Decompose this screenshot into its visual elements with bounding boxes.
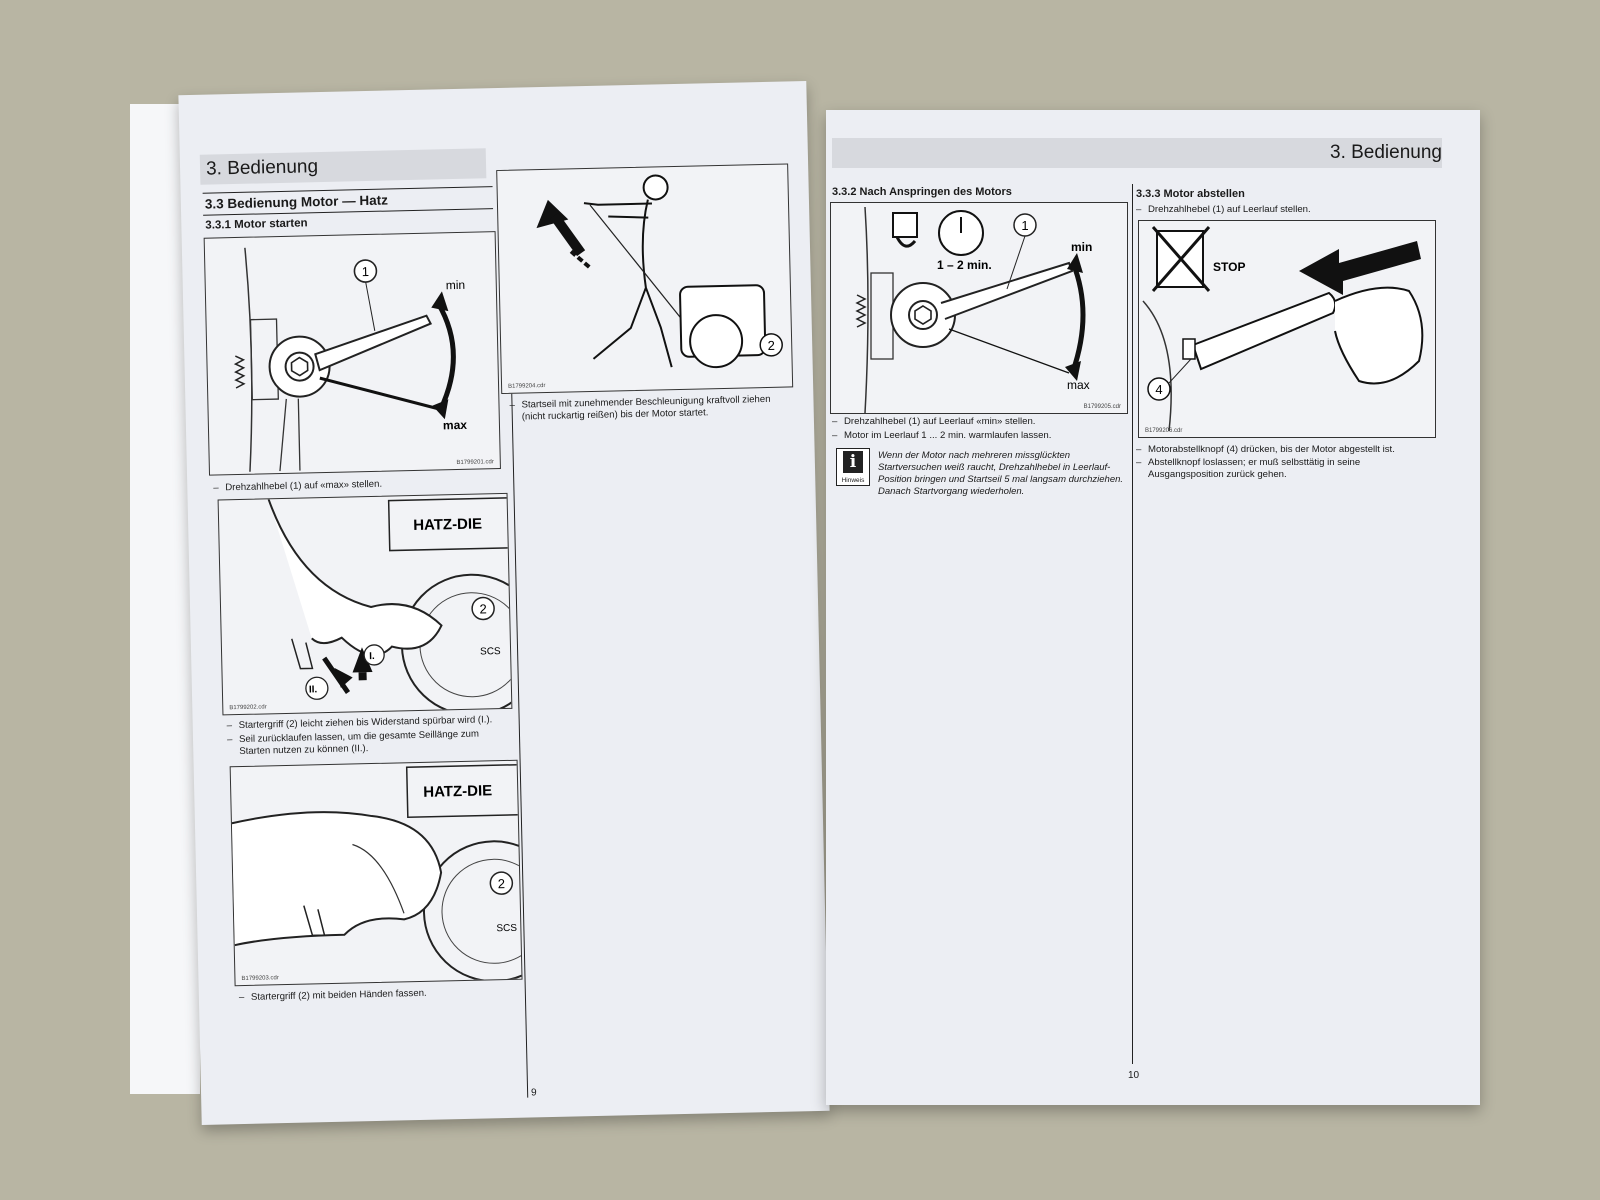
step-text: Drehzahlhebel (1) auf Leerlauf stellen. [1148, 204, 1311, 215]
lever-max-label: max [443, 418, 468, 433]
both-hands-illustration: HATZ-DIE 2 SCS [231, 763, 522, 983]
step-text: Startergriff (2) mit beiden Händen fasse… [250, 987, 427, 1003]
dash-bullet: – [1136, 204, 1142, 215]
mark-I: I. [369, 651, 375, 662]
hint-label: Hinweis [841, 477, 865, 484]
stop-button-illustration: STOP 4 [1142, 226, 1424, 432]
callout-2: 2 [479, 601, 487, 616]
section-title-332: 3.3.2 Nach Anspringen des Motors [832, 186, 1012, 198]
brand-label: HATZ-DIE [413, 515, 482, 534]
dash-bullet: – [1136, 444, 1142, 455]
lever-illustration: 1 min max [233, 247, 468, 472]
step-text: Startseil mit zunehmender Beschleunigung… [521, 393, 771, 423]
step-text: Drehzahlhebel (1) auf Leerlauf «min» ste… [844, 416, 1036, 427]
dash-bullet: – [509, 399, 515, 411]
figure-pull-rope: 2 B1799204.cdr [496, 163, 794, 395]
dash-bullet: – [213, 482, 219, 494]
page-number: 10 [1128, 1070, 1140, 1081]
page-header-title: 3. Bedienung [205, 156, 319, 180]
page-header-title: 3. Bedienung [1330, 142, 1442, 163]
callout-1: 1 [362, 264, 370, 279]
lever-min-label: min [1071, 240, 1092, 254]
figure-id: B1799203.cdr [241, 975, 279, 983]
step-text: Motor im Leerlauf 1 ... 2 min. warmlaufe… [844, 430, 1052, 441]
dash-bullet: – [832, 416, 838, 427]
hint-text: Wenn der Motor nach mehreren missglückte… [878, 450, 1124, 497]
step-lever-max: – Drehzahlhebel (1) auf «max» stellen. [213, 476, 501, 495]
dash-bullet: – [1136, 457, 1142, 468]
pull-rope-illustration: 2 [536, 174, 783, 369]
step-warm-up: – Motor im Leerlauf 1 ... 2 min. warmlau… [832, 430, 1126, 442]
step-press-stop: – Motorabstellknopf (4) drücken, bis der… [1136, 444, 1430, 456]
lever-min-label: min [446, 278, 466, 292]
starter-grip-illustration: HATZ-DIE I. II. 2 SCS [267, 497, 512, 715]
lever-idle-illustration: 1 1 – 2 min. min max [855, 206, 1092, 413]
figure-id: B1799205.cdr [1083, 404, 1121, 410]
callout-2: 2 [498, 876, 506, 891]
figure-starter-grip: HATZ-DIE I. II. 2 SCS B1799202.cdr [217, 492, 513, 716]
step-text: Drehzahlhebel (1) auf «max» stellen. [225, 478, 383, 494]
figure-id: B1799206.cdr [1145, 428, 1183, 434]
dash-bullet: – [226, 734, 233, 746]
left-page: 3. Bedienung 3.3 Bedienung Motor — Hatz … [178, 81, 830, 1125]
step-text: Seil zurücklaufen lassen, um die gesamte… [238, 728, 480, 758]
step-rewind-rope: – Seil zurücklaufen lassen, um die gesam… [227, 728, 511, 758]
scs-label: SCS [480, 646, 501, 657]
scs-label: SCS [496, 923, 517, 934]
step-text: Motorabstellknopf (4) drücken, bis der M… [1148, 444, 1395, 455]
figure-both-hands: HATZ-DIE 2 SCS B1799203.cdr [229, 759, 523, 987]
hint-info-icon: i Hinweis [836, 448, 870, 486]
callout-1: 1 [1021, 218, 1028, 233]
dash-bullet: – [238, 991, 245, 1004]
figure-lever-idle: 1 1 – 2 min. min max B1799205.cdr [830, 202, 1128, 414]
column-divider [1132, 184, 1134, 1064]
right-page: 3. Bedienung 3.3.2 Nach Anspringen des M… [826, 110, 1480, 1105]
lever-max-label: max [1067, 378, 1090, 392]
step-lever-idle-2: – Drehzahlhebel (1) auf Leerlauf stellen… [1136, 204, 1430, 216]
step-pull-rope: – Startseil mit zunehmender Beschleunigu… [509, 393, 793, 423]
step-grip-both-hands: – Startergriff (2) mit beiden Händen fas… [239, 986, 519, 1004]
section-title-333: 3.3.3 Motor abstellen [1136, 188, 1245, 200]
figure-id: B1799202.cdr [229, 704, 267, 712]
section-title: 3.3 Bedienung Motor — Hatz [204, 192, 389, 212]
page-number: 9 [530, 1087, 537, 1099]
step-text: Abstellknopf loslassen; er muß selbsttät… [1148, 457, 1361, 480]
figure-id: B1799201.cdr [456, 459, 494, 467]
brand-label: HATZ-DIE [423, 782, 492, 801]
step-release-stop: – Abstellknopf loslassen; er muß selbstt… [1136, 457, 1430, 481]
dash-bullet: – [226, 720, 233, 732]
dash-bullet: – [832, 430, 838, 441]
mark-II: II. [309, 684, 318, 695]
figure-id: B1799204.cdr [508, 383, 546, 390]
subsection-title: 3.3.1 Motor starten [205, 217, 308, 232]
callout-4: 4 [1155, 382, 1162, 397]
duration-label: 1 – 2 min. [937, 258, 992, 272]
step-lever-idle: – Drehzahlhebel (1) auf Leerlauf «min» s… [832, 416, 1126, 428]
left-page-header: 3. Bedienung [199, 148, 487, 185]
callout-2: 2 [767, 338, 775, 353]
right-page-header: 3. Bedienung [832, 138, 1442, 168]
info-icon: i [843, 451, 863, 473]
figure-stop-button: STOP 4 B1799206.cdr [1138, 220, 1436, 438]
figure-lever-max: 1 min max B1799201.cdr [203, 231, 501, 476]
stop-label: STOP [1213, 260, 1245, 274]
